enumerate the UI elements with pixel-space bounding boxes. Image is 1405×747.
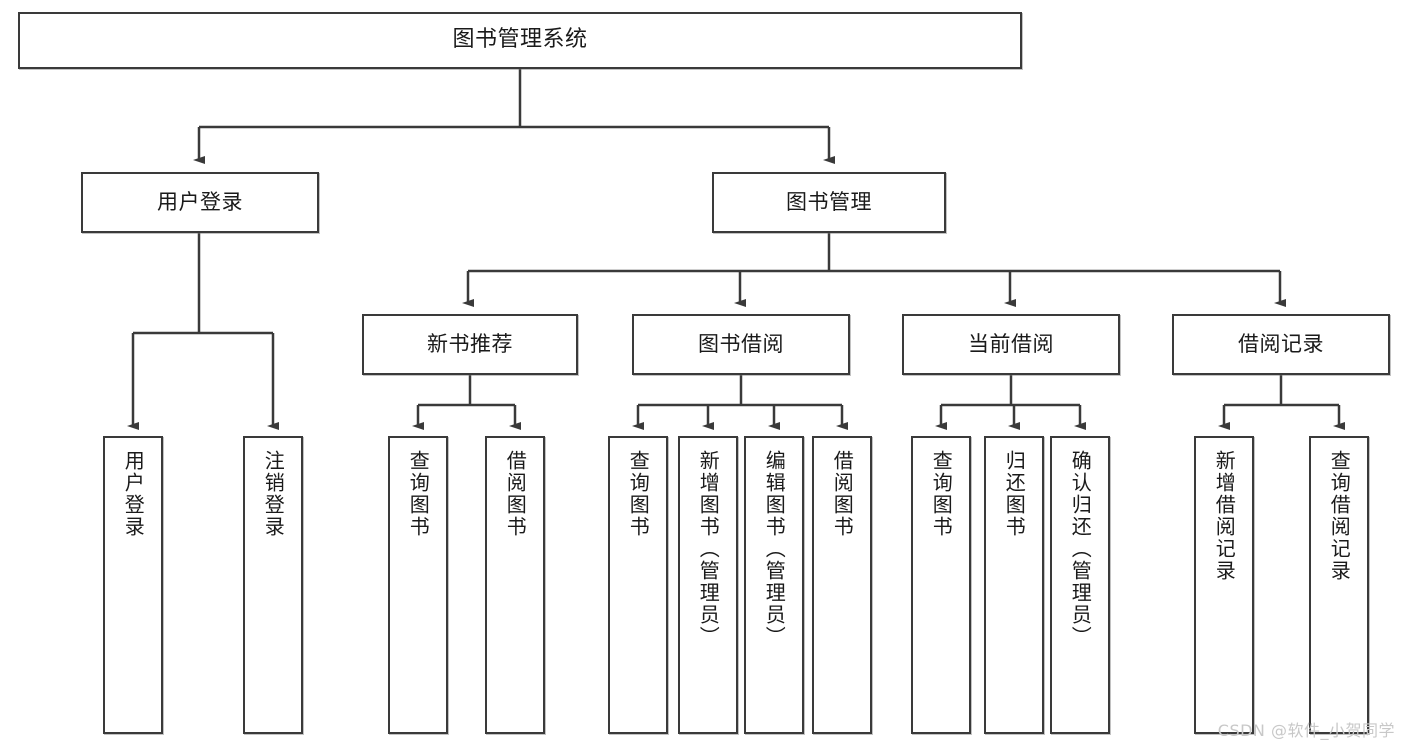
node-leaf-query-book-1-label: 查询图书	[406, 450, 431, 538]
node-new-book-recommend-label: 新书推荐	[427, 331, 513, 356]
node-leaf-query-book-1[interactable]: 查询图书	[388, 436, 448, 734]
node-leaf-borrow-book-2[interactable]: 借阅图书	[812, 436, 872, 734]
node-leaf-borrow-book-1[interactable]: 借阅图书	[485, 436, 545, 734]
node-user-login-label: 用户登录	[157, 189, 243, 214]
node-book-borrow-label: 图书借阅	[698, 331, 784, 356]
node-leaf-logout[interactable]: 注销登录	[243, 436, 303, 734]
node-leaf-edit-book[interactable]: 编辑图书（管理员）	[744, 436, 804, 734]
node-borrow-record[interactable]: 借阅记录	[1172, 314, 1390, 375]
node-leaf-return-book[interactable]: 归还图书	[984, 436, 1044, 734]
node-leaf-logout-label: 注销登录	[261, 450, 286, 538]
node-book-manage-label: 图书管理	[786, 189, 872, 214]
node-root-label: 图书管理系统	[452, 27, 588, 53]
node-new-book-recommend[interactable]: 新书推荐	[362, 314, 578, 375]
node-leaf-query-book-2[interactable]: 查询图书	[608, 436, 668, 734]
node-leaf-user-login[interactable]: 用户登录	[103, 436, 163, 734]
node-leaf-borrow-book-1-label: 借阅图书	[503, 450, 528, 538]
node-leaf-add-book[interactable]: 新增图书（管理员）	[678, 436, 738, 734]
node-leaf-return-book-label: 归还图书	[1002, 450, 1027, 538]
watermark: CSDN @软件_小贺同学	[1217, 721, 1395, 740]
node-book-borrow[interactable]: 图书借阅	[632, 314, 850, 375]
node-book-manage[interactable]: 图书管理	[712, 172, 946, 233]
node-leaf-user-login-label: 用户登录	[121, 450, 146, 538]
node-leaf-query-book-3[interactable]: 查询图书	[911, 436, 971, 734]
node-leaf-add-borrow-record[interactable]: 新增借阅记录	[1194, 436, 1254, 734]
node-current-borrow[interactable]: 当前借阅	[902, 314, 1120, 375]
node-user-login[interactable]: 用户登录	[81, 172, 319, 233]
node-leaf-add-book-label: 新增图书（管理员）	[696, 450, 721, 648]
node-leaf-query-book-2-label: 查询图书	[626, 450, 651, 538]
node-leaf-confirm-return[interactable]: 确认归还（管理员）	[1050, 436, 1110, 734]
node-root[interactable]: 图书管理系统	[18, 12, 1022, 69]
node-leaf-add-borrow-record-label: 新增借阅记录	[1212, 450, 1237, 582]
node-borrow-record-label: 借阅记录	[1238, 331, 1324, 356]
node-leaf-query-borrow-record-label: 查询借阅记录	[1327, 450, 1352, 582]
node-leaf-query-borrow-record[interactable]: 查询借阅记录	[1309, 436, 1369, 734]
node-current-borrow-label: 当前借阅	[968, 331, 1054, 356]
node-leaf-borrow-book-2-label: 借阅图书	[830, 450, 855, 538]
node-leaf-edit-book-label: 编辑图书（管理员）	[762, 450, 787, 648]
node-leaf-query-book-3-label: 查询图书	[929, 450, 954, 538]
node-leaf-confirm-return-label: 确认归还（管理员）	[1068, 450, 1093, 648]
